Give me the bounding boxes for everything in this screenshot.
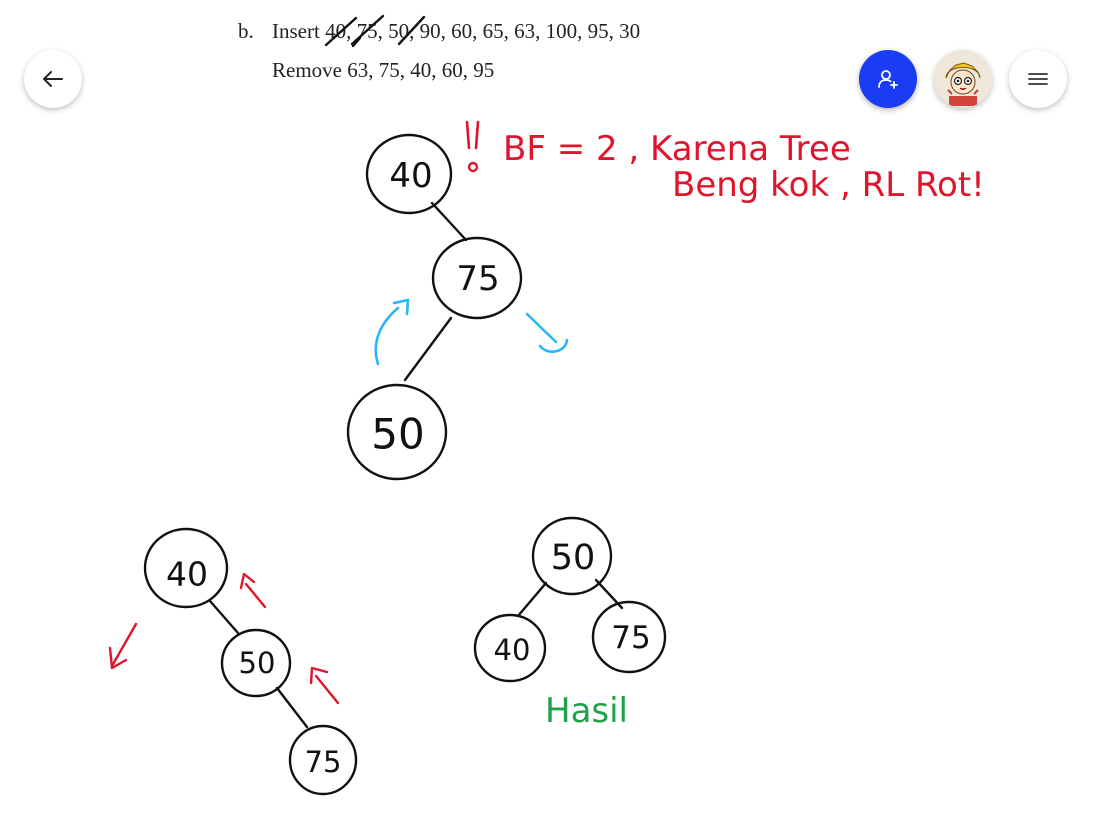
item-label: b. <box>238 19 254 43</box>
tree-rotated: 40 50 75 <box>143 527 358 796</box>
tree1-label-75: 75 <box>456 259 499 299</box>
share-button[interactable] <box>859 50 917 108</box>
tree3-node-40 <box>473 613 547 683</box>
balance-note: BF = 2 , Karena Tree Beng kok , RL Rot! <box>465 120 985 205</box>
tree3-node-50 <box>531 516 613 596</box>
tree2-node-75 <box>288 724 358 796</box>
rotation-arrows-red <box>108 572 340 705</box>
arrow-left-icon <box>43 71 63 87</box>
tree2-node-40 <box>143 527 229 609</box>
tree1-node-75 <box>431 236 523 320</box>
tree3-node-75 <box>591 600 667 674</box>
add-person-icon <box>878 70 898 89</box>
tree3-label-40: 40 <box>494 633 531 667</box>
tree3-label-75: 75 <box>611 620 650 656</box>
hamburger-menu-icon <box>1028 73 1048 85</box>
tree1-label-40: 40 <box>389 156 432 196</box>
tree1-node-50 <box>346 383 448 481</box>
tree-unbalanced: 40 75 50 <box>346 133 523 481</box>
tree2-label-40: 40 <box>166 555 208 594</box>
tree2-label-75: 75 <box>305 745 342 779</box>
note-line-1: BF = 2 , Karena Tree <box>503 129 851 169</box>
rotation-arrows-blue <box>374 298 569 366</box>
tree2-node-50 <box>220 628 292 698</box>
result-label: Hasil <box>545 691 628 731</box>
remove-sequence: Remove 63, 75, 40, 60, 95 <box>272 58 495 82</box>
menu-button[interactable] <box>1009 50 1067 108</box>
avatar[interactable] <box>934 50 992 108</box>
note-line-2: Beng kok , RL Rot! <box>672 165 985 205</box>
strike-marks <box>324 14 426 48</box>
tree1-label-50: 50 <box>371 410 424 459</box>
tree-result: 50 40 75 Hasil <box>473 516 667 731</box>
user-avatar-icon <box>934 50 992 108</box>
tree1-node-40 <box>365 133 453 215</box>
back-button[interactable] <box>24 50 82 108</box>
tree2-label-50: 50 <box>239 646 276 680</box>
tree3-label-50: 50 <box>551 538 596 578</box>
